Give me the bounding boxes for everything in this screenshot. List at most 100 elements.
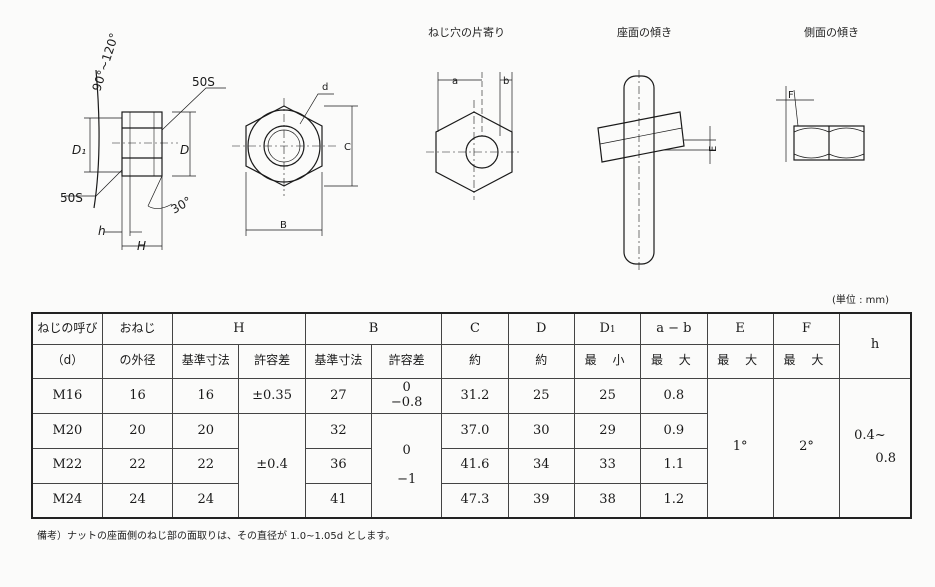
cell-F: 2°	[772, 377, 841, 519]
cell-a-b: 1.1	[640, 448, 708, 484]
cell-H-base: 22	[172, 448, 240, 484]
cell-H-tol: ±0.35	[238, 377, 306, 415]
th-D: D	[507, 312, 575, 346]
cell-nominal: M20	[31, 413, 103, 450]
cell-C: 47.3	[441, 482, 509, 519]
cell-D: 30	[507, 413, 575, 450]
cell-D1: 25	[573, 377, 642, 415]
th-H-base: 基準寸法	[172, 344, 240, 379]
cell-B-base: 36	[304, 448, 373, 484]
cell-a-b: 0.9	[640, 413, 708, 450]
nut-dimension-table: ねじの呼び おねじ H B C D D1 a − b E F h （d） の外径…	[31, 312, 912, 519]
cell-B-tol-merged: 0 −1	[371, 413, 443, 519]
table-row: M20 20 20 ±0.4 32 0 −1 37.0 30 29 0.9	[31, 413, 911, 519]
seat-tilt-drawing	[597, 70, 716, 270]
cell-outer-dia: 22	[101, 448, 174, 484]
header-row-1: ねじの呼び おねじ H B C D D1 a − b E F h	[31, 312, 912, 379]
th-nominal-d: （d）	[31, 344, 103, 379]
side-tilt-drawing	[776, 86, 865, 162]
th-h: h	[839, 312, 912, 379]
label-d1: D₁	[72, 143, 86, 157]
cell-outer-dia: 16	[101, 377, 174, 415]
cell-C: 41.6	[441, 448, 509, 484]
th-B: B	[304, 312, 443, 346]
cell-nominal: M22	[31, 448, 103, 484]
unit-note: (単位 : mm)	[832, 295, 890, 306]
th-B-base: 基準寸法	[304, 344, 373, 379]
th-F-max: 最 大	[772, 344, 841, 379]
label-dia-d: d	[322, 82, 328, 93]
cell-D1: 38	[573, 482, 642, 519]
label-C: C	[344, 142, 351, 153]
th-H-tol: 許容差	[238, 344, 306, 379]
th-F: F	[772, 312, 841, 346]
th-nominal: ねじの呼び	[31, 312, 103, 346]
cell-nominal: M24	[31, 482, 103, 519]
table-row: M16 16 16 ±0.35 27 0−0.8 31.2 25 25 0.8 …	[31, 377, 912, 519]
h-upper: 0.4~	[854, 427, 886, 443]
th-D1-main: D	[599, 320, 610, 336]
th-C-approx: 約	[441, 344, 509, 379]
remarks-note: 備考）ナットの座面側のねじ部の面取りは、その直径が 1.0~1.05d とします…	[37, 531, 396, 542]
cell-B-base: 41	[304, 482, 373, 519]
th-C: C	[441, 312, 509, 346]
cell-H-tol-merged: ±0.4	[238, 413, 306, 519]
label-B: B	[280, 220, 287, 231]
cell-D: 34	[507, 448, 575, 484]
cell-B-tol: 0−0.8	[371, 377, 443, 415]
th-outer-dia: おねじ	[101, 312, 174, 346]
cell-B-base: 32	[304, 413, 373, 450]
th-E-max: 最 大	[706, 344, 774, 379]
label-a: a	[452, 76, 458, 87]
cell-D1: 29	[573, 413, 642, 450]
th-H: H	[172, 312, 306, 346]
cell-D: 25	[507, 377, 575, 415]
label-chamfer-angle: 30°	[169, 194, 194, 217]
table-row: M24 24 24 41 47.3 39 38 1.2	[31, 482, 911, 519]
cell-nominal: M16	[31, 377, 103, 415]
label-E: E	[708, 146, 719, 152]
label-angle-range: 90°~120°	[90, 31, 122, 93]
label-F: F	[788, 90, 794, 101]
top-view-drawing	[232, 93, 358, 236]
cell-C: 31.2	[441, 377, 509, 415]
b-tol-rest-lower: −1	[397, 471, 417, 487]
h-lower: 0.8	[875, 450, 896, 466]
th-outer-dia-2: の外径	[101, 344, 174, 379]
cell-B-base: 27	[304, 377, 373, 415]
cell-H-base: 20	[172, 413, 240, 450]
label-surface-bottom: 50S	[60, 191, 83, 205]
th-a-b: a − b	[640, 312, 708, 346]
caption-side-tilt: 側面の傾き	[804, 26, 859, 39]
th-D1-sub: 1	[609, 324, 616, 335]
cell-E: 1°	[706, 377, 774, 519]
cell-H-base: 16	[172, 377, 240, 415]
cell-D: 39	[507, 482, 575, 519]
th-D-approx: 約	[507, 344, 575, 379]
cell-outer-dia: 24	[101, 482, 174, 519]
offset-drawing	[426, 72, 522, 200]
b-tol-rest-upper: 0	[402, 442, 411, 458]
th-B-tol: 許容差	[371, 344, 443, 379]
caption-seat-tilt: 座面の傾き	[617, 26, 672, 39]
cell-H-base: 24	[172, 482, 240, 519]
th-D1: D1	[573, 312, 642, 346]
caption-offset: ねじ穴の片寄り	[428, 26, 505, 39]
label-b: b	[503, 76, 509, 87]
label-d: D	[180, 143, 189, 157]
b-tol-lower: −0.8	[390, 395, 423, 411]
cell-a-b: 1.2	[640, 482, 708, 519]
cell-C: 37.0	[441, 413, 509, 450]
label-h: h	[98, 224, 106, 238]
technical-drawings: 90°~120° 50S 50S D₁ D h H 30° d C B a b …	[60, 31, 865, 270]
label-H: H	[137, 239, 146, 253]
cell-D1: 33	[573, 448, 642, 484]
th-a-b-max: 最 大	[640, 344, 708, 379]
th-D1-min: 最 小	[573, 344, 642, 379]
b-tol-upper: 0	[402, 380, 411, 396]
side-view-drawing	[64, 69, 226, 250]
cell-h: 0.4~ 0.8	[839, 377, 912, 519]
cell-outer-dia: 20	[101, 413, 174, 450]
header-row-2: （d） の外径 基準寸法 許容差 基準寸法 許容差 約 約 最 小 最 大 最 …	[31, 344, 911, 379]
th-E: E	[706, 312, 774, 346]
